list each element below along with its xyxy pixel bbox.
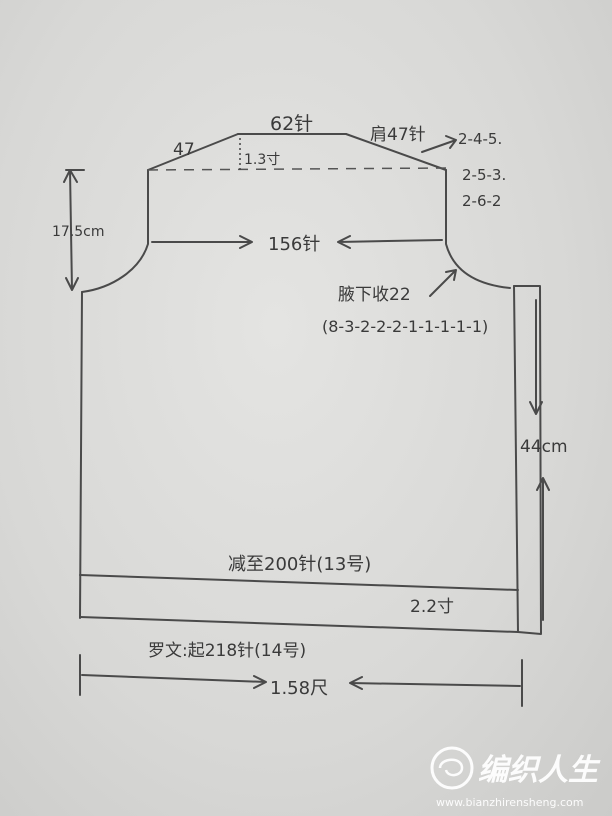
shoulder-sequence-2: 2-5-3.	[462, 166, 506, 184]
length-arrow-up	[536, 477, 550, 621]
armhole-height-label: 17.5cm	[52, 224, 105, 240]
width-arrow-left	[81, 674, 267, 689]
shoulder-sequence-3: 2-6-2	[462, 192, 501, 210]
watermark-logo: 编织人生 www.bianzhirensheng.com	[430, 746, 601, 809]
length-arrow-down	[529, 299, 543, 415]
shoulder-line-right	[345, 133, 447, 171]
width-arrow-right	[349, 676, 521, 690]
body-side-left	[79, 291, 83, 619]
body-length-label: 44cm	[520, 437, 568, 457]
rib-height-label: 2.2寸	[410, 597, 454, 617]
shoulder-dashed-line	[147, 167, 447, 171]
chest-arrow-left	[151, 235, 253, 249]
rib-bottom-line	[79, 616, 519, 633]
underarm-sequence-label: (8-3-2-2-2-1-1-1-1-1)	[322, 317, 488, 336]
watermark-brand: 编织人生	[478, 753, 601, 788]
right-shoulder-label: 肩47针	[370, 125, 426, 145]
shoulder-sequence-1: 2-4-5.	[458, 130, 502, 148]
armhole-right	[445, 169, 511, 289]
shoulder-pointer-arrow	[421, 135, 457, 153]
chest-stitches-label: 156针	[268, 234, 320, 255]
logo-swirl-icon	[430, 746, 474, 790]
rib-top-line	[79, 574, 519, 591]
armhole-left	[81, 169, 149, 293]
chest-arrow-right	[337, 235, 443, 249]
shoulder-line-left	[147, 133, 239, 171]
neck-depth-label: 1.3寸	[244, 152, 280, 168]
underarm-pointer-arrow	[429, 269, 457, 297]
logo-swirl-inner-icon	[438, 758, 464, 777]
rib-start-label: 罗文:起218针(14号)	[148, 641, 306, 661]
left-shoulder-label: 47	[173, 140, 195, 160]
watermark-url: www.bianzhirensheng.com	[436, 796, 583, 809]
length-bracket	[513, 285, 542, 635]
body-side-right	[513, 285, 519, 633]
width-label: 1.58尺	[270, 678, 328, 699]
top-stitches-label: 62针	[270, 113, 313, 135]
underarm-decrease-label: 腋下收22	[338, 285, 411, 305]
decrease-to-label: 减至200针(13号)	[228, 554, 371, 575]
